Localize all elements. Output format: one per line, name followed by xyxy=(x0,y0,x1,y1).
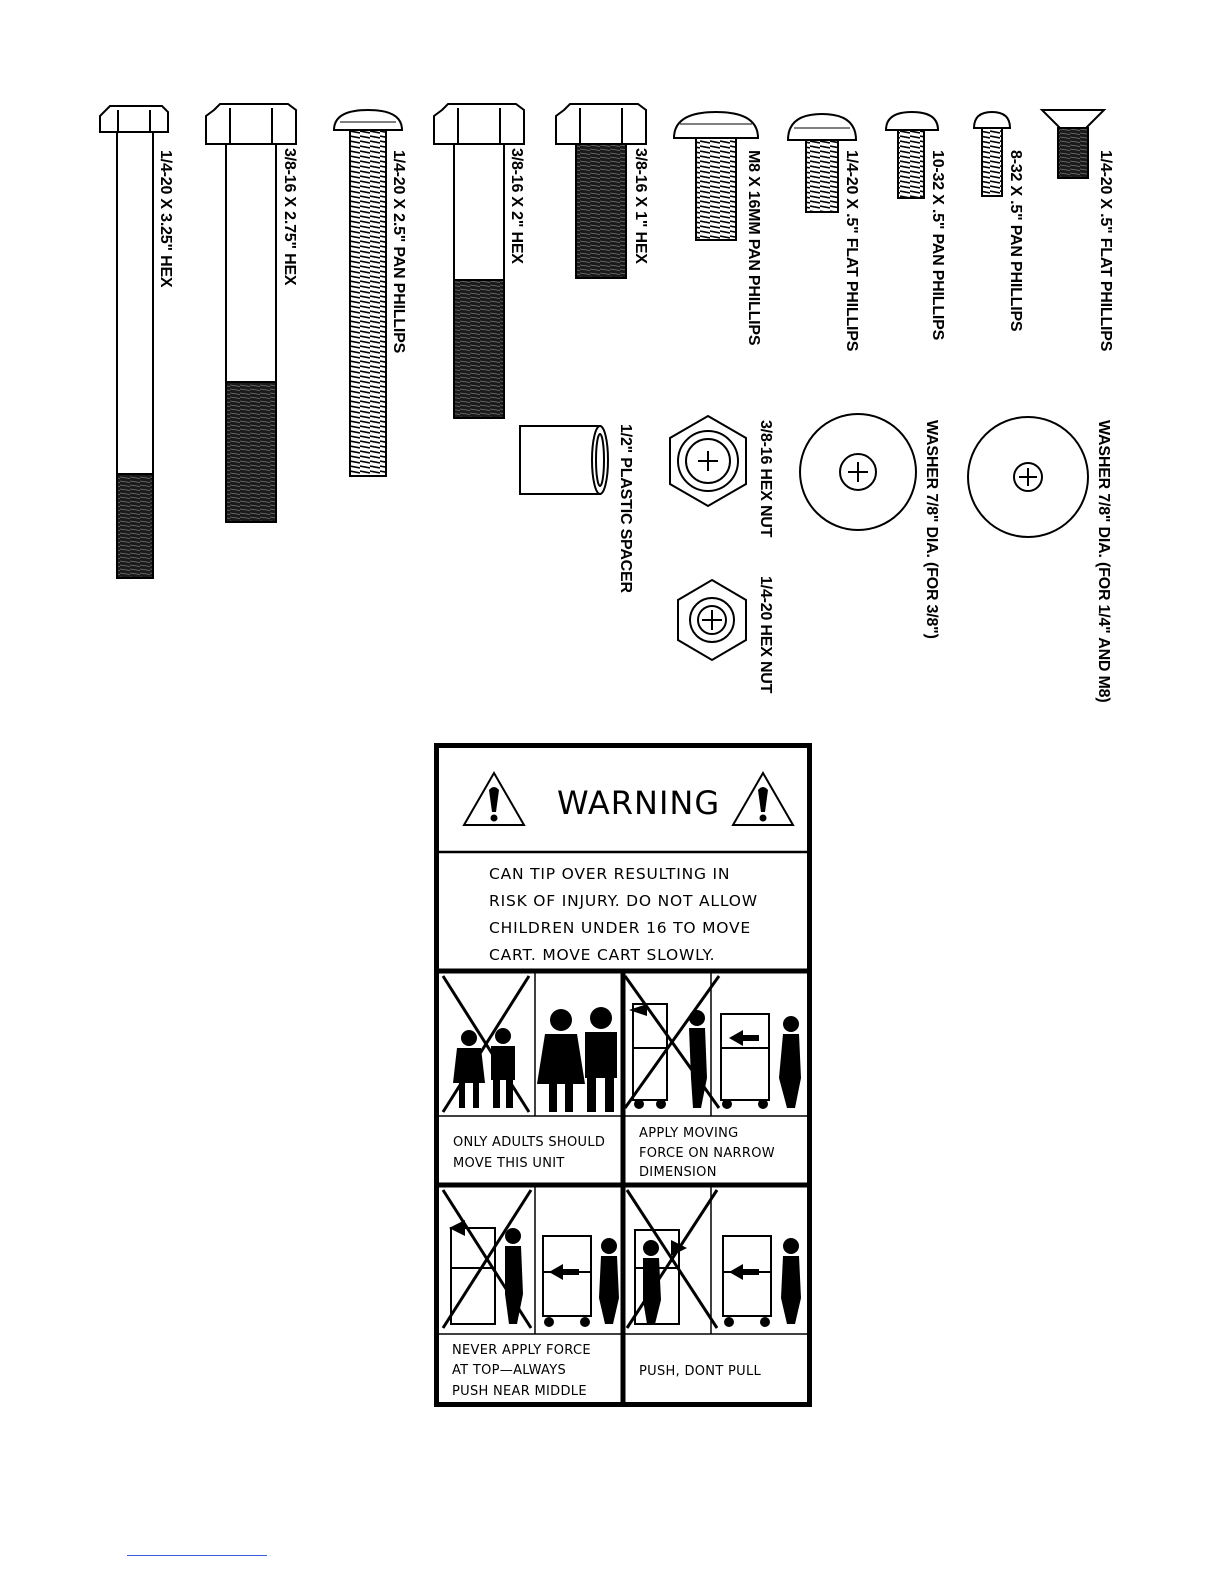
hex-bolt-3-8-16x1 xyxy=(555,103,647,279)
hardware-parts-diagram xyxy=(99,103,1107,662)
hex-bolt-3-8-16x2 xyxy=(433,103,525,419)
pan-phillips-m8x16mm xyxy=(672,110,760,241)
label-hex-bolt-3-8-16x2: 3/8-16 X 2" HEX xyxy=(508,148,525,264)
plastic-spacer xyxy=(519,425,609,495)
push-narrow-side-icon xyxy=(720,1013,801,1109)
label-pan-phillips-10-32x0-5: 10-32 X .5" PAN PHILLIPS xyxy=(929,150,946,341)
notice-line: CAN TIP OVER RESULTING IN xyxy=(489,865,731,883)
label-pan-phillips-m8x16mm: M8 X 16MM PAN PHILLIPS xyxy=(745,150,762,346)
label-flat-phillips-1-4-20x0-5-b: 1/4-20 X .5" FLAT PHILLIPS xyxy=(1097,150,1114,352)
panel-caption-push-middle: NEVER APPLY FORCE xyxy=(452,1343,591,1358)
footer-rule xyxy=(127,1555,267,1556)
children-moving-unit-prohibited-icon xyxy=(441,975,531,1113)
panel-caption-adults-only: MOVE THIS UNIT xyxy=(453,1156,565,1171)
label-hex-bolt-3-8-16x1: 3/8-16 X 1" HEX xyxy=(632,148,649,264)
panel-caption-adults-only: ONLY ADULTS SHOULD xyxy=(453,1135,606,1150)
notice-line: RISK OF INJURY. DO NOT ALLOW xyxy=(489,892,758,910)
push-near-middle-icon xyxy=(542,1235,619,1327)
label-hex-bolt-1-4-20x3-25: 1/4-20 X 3.25" HEX xyxy=(157,150,174,288)
hex-bolt-3-8-16x2-75 xyxy=(205,103,297,523)
pan-phillips-8-32x0-5 xyxy=(972,110,1012,197)
pan-phillips-10-32x0-5 xyxy=(884,110,940,199)
label-hex-nut-1-4-20: 1/4-20 HEX NUT xyxy=(757,576,774,694)
panel-caption-push-middle: AT TOP—ALWAYS xyxy=(452,1363,567,1378)
warning-label: WARNING CAN TIP OVER RESULTING IN RISK O… xyxy=(434,743,812,1407)
washer-3-8 xyxy=(799,413,917,531)
notice-line: CART. MOVE CART SLOWLY. xyxy=(489,946,716,964)
warning-triangle-icon xyxy=(731,770,795,826)
panel-caption-narrow-dimension: DIMENSION xyxy=(639,1165,717,1180)
label-flat-phillips-1-4-20x0-5-a: 1/4-20 X .5" FLAT PHILLIPS xyxy=(843,150,860,352)
pull-prohibited-icon xyxy=(625,1189,719,1329)
label-washer-1-4-m8: WASHER 7/8" DIA. (FOR 1/4" AND M8) xyxy=(1095,420,1112,703)
flat-phillips-1-4-20x0-5-a xyxy=(786,112,858,213)
panel-caption-narrow-dimension: APPLY MOVING xyxy=(639,1126,739,1141)
hex-nut-3-8-16 xyxy=(669,414,747,508)
label-pan-phillips-8-32x0-5: 8-32 X .5" PAN PHILLIPS xyxy=(1007,150,1024,332)
label-plastic-spacer: 1/2" PLASTIC SPACER xyxy=(617,424,634,593)
label-pan-phillips-1-4-20x2-5: 1/4-20 X 2.5" PAN PHILLIPS xyxy=(390,150,407,354)
warning-title: WARNING xyxy=(557,784,721,822)
panel-caption-push-dont-pull: PUSH, DONT PULL xyxy=(639,1364,762,1379)
pan-phillips-1-4-20x2-5 xyxy=(332,108,404,477)
label-washer-3-8: WASHER 7/8" DIA. (FOR 3/8") xyxy=(923,420,940,639)
push-icon xyxy=(722,1235,801,1327)
push-at-top-prohibited-icon xyxy=(441,1189,533,1329)
push-wide-side-prohibited-icon xyxy=(623,975,721,1109)
panel-caption-narrow-dimension: FORCE ON NARROW xyxy=(639,1146,775,1161)
notice-line: CHILDREN UNDER 16 TO MOVE xyxy=(489,919,752,937)
adults-icon xyxy=(537,1007,617,1112)
label-hex-bolt-3-8-16x2-75: 3/8-16 X 2.75" HEX xyxy=(281,148,298,286)
label-hex-nut-3-8-16: 3/8-16 HEX NUT xyxy=(757,420,774,538)
flat-phillips-1-4-20x0-5-b xyxy=(1039,109,1107,179)
hex-bolt-1-4-20x3-25 xyxy=(99,105,169,579)
warning-triangle-icon xyxy=(462,770,526,826)
warning-label-graphics xyxy=(439,770,807,1402)
washer-1-4-m8 xyxy=(967,416,1089,538)
hex-nut-1-4-20 xyxy=(677,578,747,662)
panel-caption-push-middle: PUSH NEAR MIDDLE xyxy=(452,1384,587,1399)
